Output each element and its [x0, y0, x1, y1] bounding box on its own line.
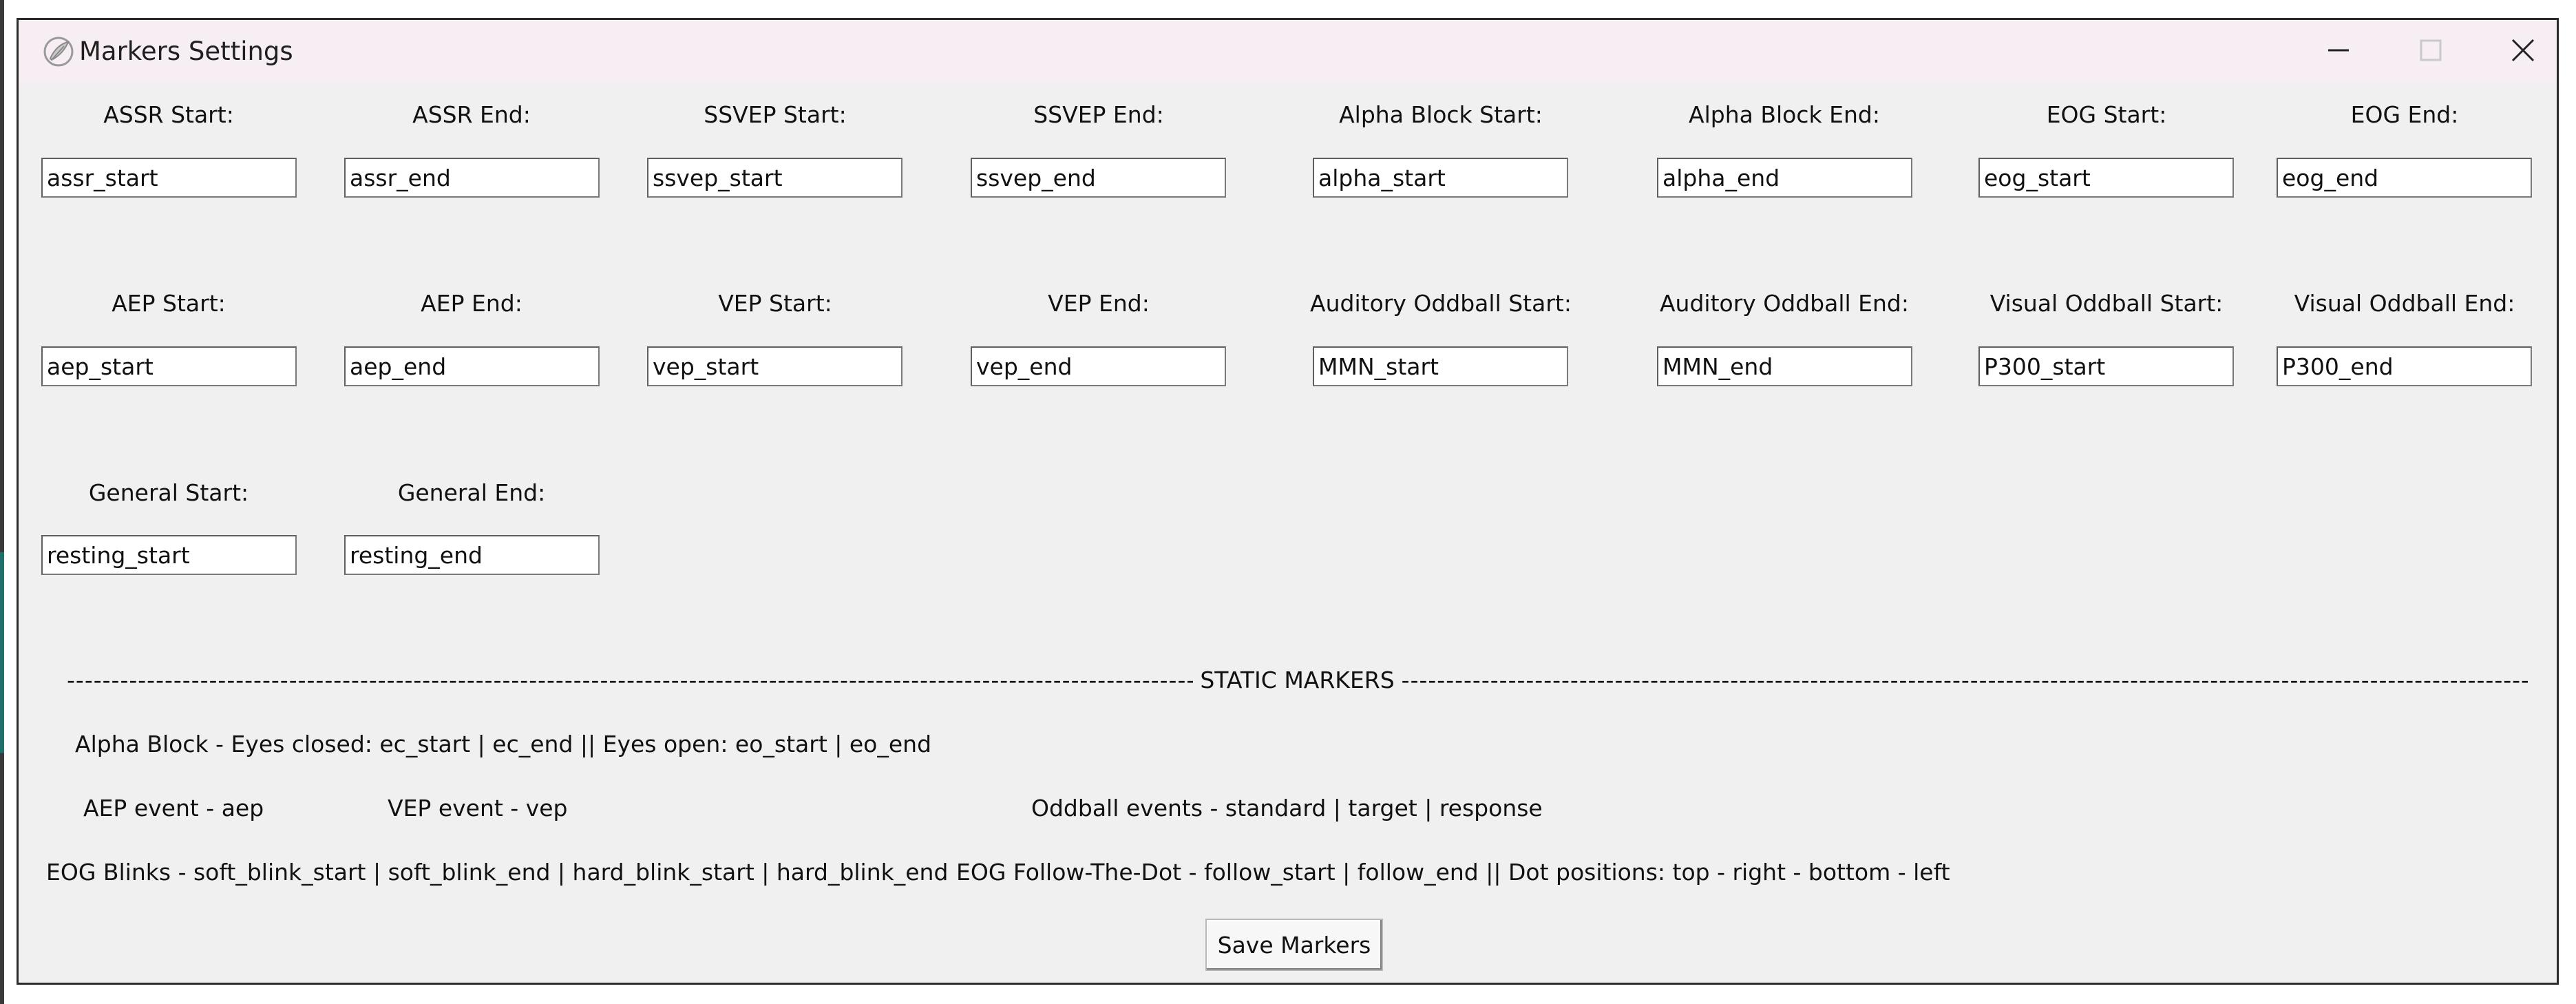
- assr-end-label: ASSR End:: [412, 101, 531, 128]
- maximize-button[interactable]: [2385, 20, 2477, 83]
- ssvep-start-input[interactable]: [647, 158, 902, 198]
- assr-start-input[interactable]: [41, 158, 297, 198]
- eog-end-label: EOG End:: [2350, 101, 2459, 128]
- assr-start-label: ASSR Start:: [103, 101, 234, 128]
- ssvep-end-label: SSVEP End:: [1033, 101, 1164, 128]
- alpha-block-markers-text: Alpha Block - Eyes closed: ec_start | ec…: [75, 731, 932, 757]
- auditory-oddball-end-input[interactable]: [1657, 346, 1912, 386]
- alpha-block-start-input[interactable]: [1313, 158, 1568, 198]
- close-icon: [2511, 38, 2535, 65]
- aep-end-input[interactable]: [344, 346, 600, 386]
- general-end-label: General End:: [397, 479, 546, 506]
- feather-icon: [41, 34, 76, 70]
- minimize-icon: [2327, 39, 2350, 65]
- vep-end-label: VEP End:: [1048, 290, 1150, 317]
- alpha-block-end-input[interactable]: [1657, 158, 1912, 198]
- minimize-button[interactable]: [2292, 20, 2385, 83]
- ssvep-start-label: SSVEP Start:: [704, 101, 847, 128]
- maximize-icon: [2419, 39, 2442, 65]
- vep-event-text: VEP event - vep: [388, 795, 568, 822]
- eog-start-label: EOG Start:: [2046, 101, 2167, 128]
- auditory-oddball-start-label: Auditory Oddball Start:: [1310, 290, 1572, 317]
- ssvep-end-input[interactable]: [971, 158, 1226, 198]
- separator-dashes-left: [67, 667, 1193, 694]
- vep-end-input[interactable]: [971, 346, 1226, 386]
- static-markers-separator: STATIC MARKERS: [67, 667, 2528, 694]
- auditory-oddball-end-label: Auditory Oddball End:: [1659, 290, 1910, 317]
- close-button[interactable]: [2477, 20, 2569, 83]
- alpha-block-end-label: Alpha Block End:: [1689, 101, 1880, 128]
- general-end-input[interactable]: [344, 535, 600, 575]
- eog-blinks-text: EOG Blinks - soft_blink_start | soft_bli…: [46, 859, 949, 886]
- visual-oddball-start-label: Visual Oddball Start:: [1989, 290, 2224, 317]
- vep-start-input[interactable]: [647, 346, 902, 386]
- background-edge: [0, 0, 4, 1004]
- vep-start-label: VEP Start:: [718, 290, 832, 317]
- auditory-oddball-start-input[interactable]: [1313, 346, 1568, 386]
- window-title: Markers Settings: [79, 36, 293, 66]
- eog-start-input[interactable]: [1978, 158, 2234, 198]
- visual-oddball-start-input[interactable]: [1978, 346, 2234, 386]
- eog-follow-the-dot-text: EOG Follow-The-Dot - follow_start | foll…: [956, 859, 1950, 886]
- alpha-block-start-label: Alpha Block Start:: [1339, 101, 1543, 128]
- visual-oddball-end-label: Visual Oddball End:: [2294, 290, 2515, 317]
- general-start-label: General Start:: [88, 479, 249, 506]
- aep-end-label: AEP End:: [421, 290, 522, 317]
- title-bar: Markers Settings: [19, 20, 2557, 83]
- oddball-events-text: Oddball events - standard | target | res…: [1031, 795, 1543, 822]
- aep-start-input[interactable]: [41, 346, 297, 386]
- eog-end-input[interactable]: [2277, 158, 2532, 198]
- settings-panel: ASSR Start: ASSR End: SSVEP Start: SSVEP…: [19, 83, 2557, 983]
- separator-dashes-right: [1402, 667, 2528, 694]
- save-markers-button[interactable]: Save Markers: [1205, 919, 1383, 971]
- static-markers-title: STATIC MARKERS: [1200, 667, 1395, 693]
- general-start-input[interactable]: [41, 535, 297, 575]
- aep-event-text: AEP event - aep: [83, 795, 264, 822]
- visual-oddball-end-input[interactable]: [2277, 346, 2532, 386]
- aep-start-label: AEP Start:: [112, 290, 226, 317]
- assr-end-input[interactable]: [344, 158, 600, 198]
